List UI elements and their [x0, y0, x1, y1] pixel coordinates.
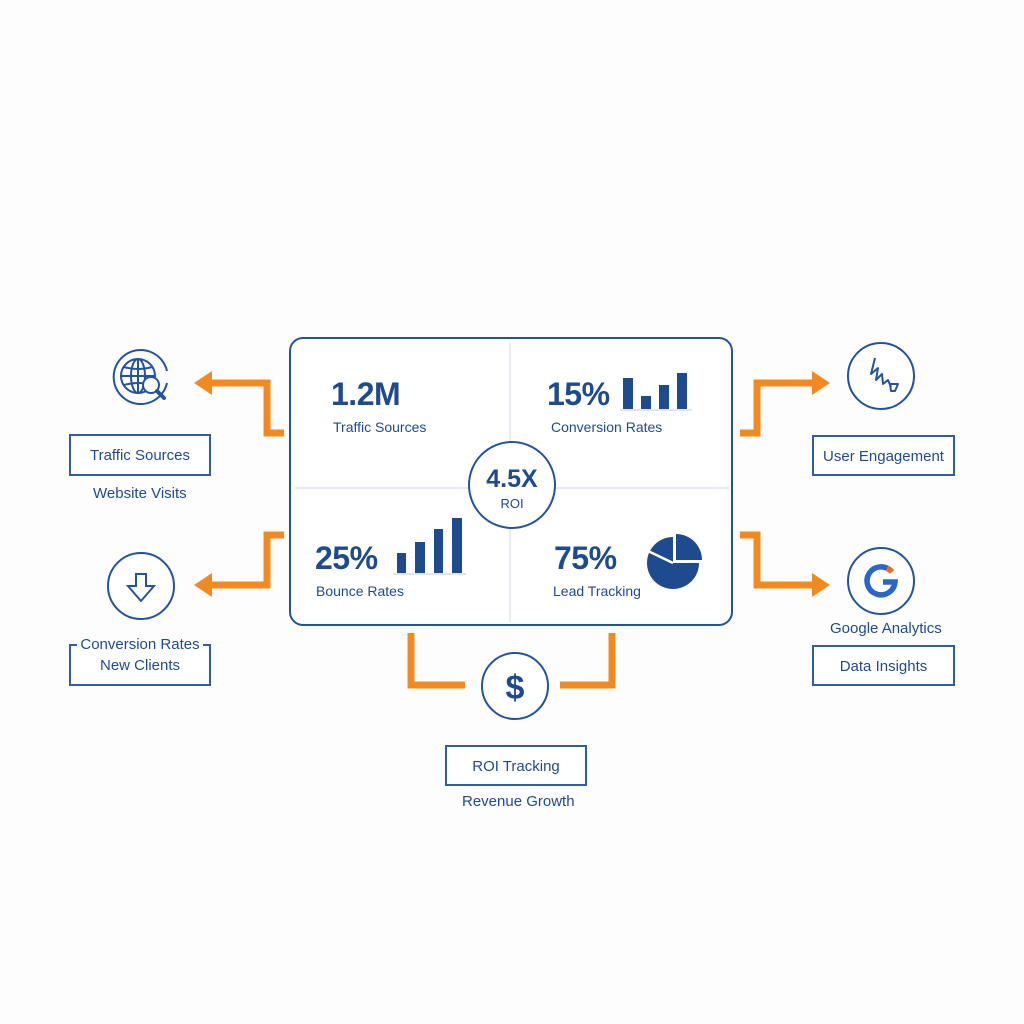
arrow-down-icon: [125, 573, 157, 603]
conversion-rates-line: Conversion Rates: [80, 636, 200, 653]
metric-conversion-label: Conversion Rates: [551, 419, 663, 435]
arrow-to-engagement: [740, 379, 815, 437]
activity-line-icon: [870, 357, 899, 392]
dollar-icon: $: [506, 669, 525, 707]
google-analytics-caption: Google Analytics: [830, 620, 942, 637]
metric-bounce-label: Bounce Rates: [316, 583, 404, 599]
box-top-corner-right: [203, 644, 211, 646]
new-clients-line: New Clients: [99, 657, 181, 674]
website-visits-caption: Website Visits: [93, 485, 187, 502]
conversion-node-icon: [107, 552, 175, 620]
svg-text:$: $: [506, 669, 525, 707]
roi-label: ROI: [500, 496, 524, 511]
conversion-new-clients-box[interactable]: Conversion Rates New Clients: [69, 637, 211, 686]
google-g-icon: [864, 564, 898, 598]
revenue-growth-caption: Revenue Growth: [462, 793, 575, 810]
metric-traffic-value: 1.2M: [331, 376, 401, 412]
roi-center-badge: 4.5X ROI: [468, 441, 556, 529]
roi-value: 4.5X: [486, 465, 538, 493]
box-top-corner-left: [69, 644, 77, 646]
metric-conversion-value: 15%: [547, 376, 610, 412]
data-insights-box-label: Data Insights: [839, 658, 928, 675]
metric-traffic-label: Traffic Sources: [333, 419, 427, 435]
roi-tracking-box[interactable]: ROI Tracking: [445, 745, 587, 786]
bracket-left-to-roi: [407, 633, 465, 689]
traffic-sources-box[interactable]: Traffic Sources: [69, 434, 211, 476]
globe-search-icon: [112, 349, 168, 405]
traffic-node-icon: [107, 343, 175, 411]
metric-lead-value: 75%: [554, 540, 617, 576]
metric-lead-label: Lead Tracking: [553, 583, 641, 599]
user-engagement-box[interactable]: User Engagement: [812, 435, 955, 476]
arrow-to-traffic: [210, 379, 284, 437]
user-engagement-box-label: User Engagement: [823, 448, 944, 465]
roi-tracking-box-label: ROI Tracking: [472, 758, 560, 775]
arrowhead-right-top: [812, 371, 830, 395]
data-insights-box[interactable]: Data Insights: [812, 645, 955, 686]
bracket-right-to-roi: [560, 633, 616, 689]
roi-node-icon: $: [481, 652, 549, 720]
metric-bounce-value: 25%: [315, 540, 378, 576]
arrowhead-right-bottom: [812, 573, 830, 597]
engagement-node-icon: [847, 342, 915, 410]
google-node-icon: [847, 547, 915, 615]
arrow-to-google: [740, 531, 815, 589]
arrowhead-left-top: [194, 371, 212, 395]
arrowhead-left-bottom: [194, 573, 212, 597]
traffic-sources-box-label: Traffic Sources: [89, 447, 191, 464]
arrow-to-conversion: [210, 531, 284, 589]
